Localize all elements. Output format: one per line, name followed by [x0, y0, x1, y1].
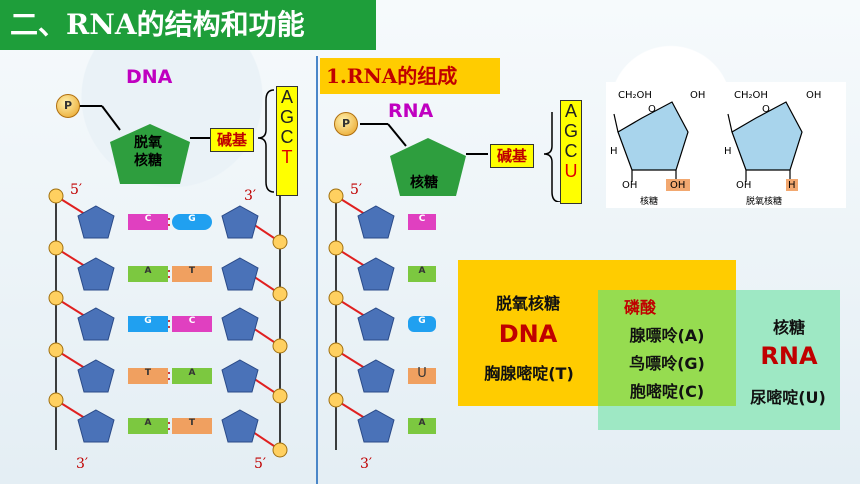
- dna-3prime-bottom: 3′: [76, 456, 89, 472]
- rna-ribose-pentagon: [390, 138, 466, 196]
- dna-right-base-2: T: [188, 266, 196, 276]
- dna-unique-base: 胸腺嘧啶(T): [484, 364, 574, 383]
- rna-base-label: 碱基: [490, 144, 535, 168]
- shared-base-g: 鸟嘌呤(G): [629, 354, 705, 373]
- dna-left-base-3: G: [144, 316, 152, 326]
- dna-double-strand: [48, 188, 288, 458]
- rna-base-5: A: [418, 418, 426, 428]
- rna-base-4: U: [417, 366, 427, 381]
- rna-composition-box: [736, 290, 840, 430]
- rna-5prime: 5′: [350, 182, 363, 198]
- dna-left-base-4: T: [144, 368, 152, 378]
- rna-base-2: A: [418, 266, 426, 276]
- dna-sugar: 脱氧核糖: [495, 294, 560, 313]
- slide-title: 二、RNA的结构和功能: [0, 0, 376, 50]
- dna-5prime-bottom: 5′: [254, 456, 267, 472]
- rna-composition-box-ext: [598, 406, 736, 430]
- dna-phosphate-icon: P: [56, 94, 80, 118]
- rna-base-list: A G C U: [560, 100, 582, 204]
- deoxyribose-name: 脱氧核糖: [746, 197, 783, 207]
- deoxyribose-ch2oh: CH₂OH: [734, 90, 768, 101]
- dna-right-base-3: C: [188, 316, 196, 326]
- dna-sugar-label: 脱氧 核糖: [134, 135, 162, 169]
- deoxyribose-oh-left: OH: [736, 180, 752, 191]
- rna-base-item: C: [564, 141, 578, 161]
- dna-left-base-2: A: [144, 266, 152, 276]
- ribose-oh-left: OH: [622, 180, 638, 191]
- ribose-name: 核糖: [640, 197, 659, 207]
- rna-base-item: A: [564, 101, 577, 121]
- ribose-h: H: [610, 146, 618, 157]
- dna-name: DNA: [498, 320, 558, 348]
- dna-base-item: T: [281, 147, 293, 167]
- sugar-structure-drawings: [613, 101, 803, 191]
- shared-base-c: 胞嘧啶(C): [629, 382, 705, 401]
- shared-composition-box: [598, 290, 736, 406]
- dna-left-base-5: A: [144, 418, 152, 428]
- ribose-ch2oh: CH₂OH: [618, 90, 652, 101]
- ribose-o: O: [648, 104, 656, 115]
- rna-nucleotide-diagram: [360, 112, 561, 202]
- dna-base-list: A G C T: [276, 86, 298, 196]
- dna-base-item: C: [280, 127, 294, 147]
- dna-base-item: A: [280, 87, 293, 107]
- dna-5prime-top: 5′: [70, 182, 83, 198]
- rna-single-strand: [328, 188, 436, 450]
- rna-sugar: 核糖: [772, 318, 805, 337]
- deoxyribose-oh-top: OH: [806, 90, 822, 101]
- dna-deoxyribose-pentagon: [110, 124, 190, 184]
- rna-unique-base: 尿嘧啶(U): [750, 388, 826, 407]
- dna-right-base-1: G: [188, 214, 196, 224]
- panel-divider: [316, 56, 318, 484]
- rna-base-item: U: [564, 161, 578, 181]
- section-subtitle: 1.RNA的组成: [320, 58, 500, 94]
- deoxyribose-h-right: H: [788, 180, 796, 191]
- rna-phosphate-icon: P: [334, 112, 358, 136]
- dna-left-base-1: C: [144, 214, 152, 224]
- rna-sugar-label: 核糖: [410, 175, 438, 191]
- rna-base-3: G: [418, 316, 426, 326]
- dna-nucleotide-diagram: [70, 89, 275, 193]
- dna-base-item: G: [279, 107, 294, 127]
- dna-right-base-4: A: [188, 368, 196, 378]
- shared-base-a: 腺嘌呤(A): [629, 326, 705, 345]
- dna-base-label: 碱基: [210, 128, 255, 152]
- rna-label: RNA: [388, 100, 434, 122]
- rna-name: RNA: [760, 342, 818, 370]
- dna-3prime-top: 3′: [244, 188, 257, 204]
- ribose-oh-top: OH: [690, 90, 706, 101]
- dna-right-base-5: T: [188, 418, 196, 428]
- rna-base-item: G: [563, 121, 578, 141]
- rna-3prime: 3′: [360, 456, 373, 472]
- deoxyribose-o: O: [762, 104, 770, 115]
- sugar-structures-panel: CH₂OH OH O H OH OH 核糖 CH₂OH OH O H OH H …: [606, 82, 846, 208]
- deoxyribose-h: H: [724, 146, 732, 157]
- dna-label: DNA: [126, 66, 173, 88]
- rna-base-1: C: [418, 214, 426, 224]
- shared-phosphate: 磷酸: [624, 298, 657, 317]
- ribose-oh-right: OH: [670, 180, 686, 191]
